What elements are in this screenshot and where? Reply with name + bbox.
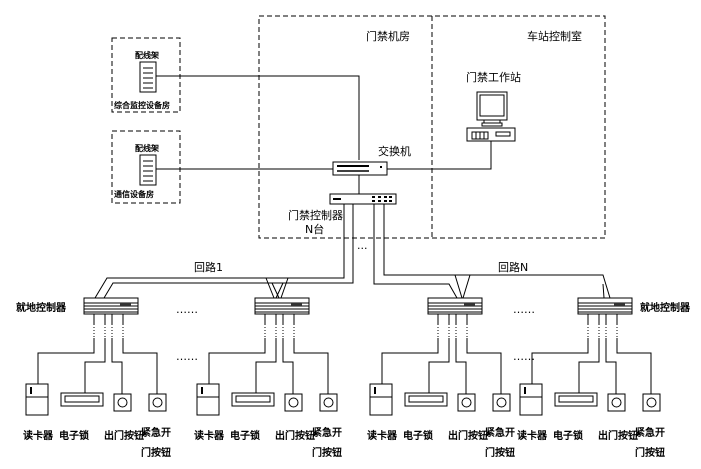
terminal-group: 读卡器电子锁 出门按钮紧急开门按钮 — [194, 346, 342, 459]
loop-n-cable — [373, 204, 611, 299]
distribution-frame-label-2: 配线架 — [135, 143, 159, 153]
electronic-lock-label: 电子锁 — [59, 429, 89, 442]
terminal-ellipsis-left: …… — [176, 350, 198, 363]
card-reader-label: 读卡器 — [23, 429, 54, 442]
emergency-door-button-icon — [148, 393, 167, 412]
exit-button-label: 出门按钮 — [598, 429, 638, 442]
access-controller-count: N台 — [305, 222, 324, 236]
exit-button-icon — [457, 393, 476, 412]
comm-equipment-room-boundary — [111, 130, 181, 204]
loop-1-label: 回路1 — [194, 261, 223, 274]
exit-button-label: 出门按钮 — [275, 429, 315, 442]
terminal-group: 读卡器电子锁 出门按钮紧急开门按钮 — [367, 346, 515, 459]
station-control-room-label: 车站控制室 — [527, 29, 582, 43]
link-frame1-switch — [156, 75, 360, 160]
access-room-label: 门禁机房 — [366, 29, 410, 43]
distribution-frame-icon — [139, 61, 157, 93]
integrated-monitoring-room-label: 综合监控设备房 — [114, 100, 170, 110]
card-reader-label: 读卡器 — [367, 429, 398, 442]
local-controller-label-right: 就地控制器 — [640, 301, 691, 314]
local-controller-device — [83, 297, 139, 346]
terminal-group: 读卡器电子锁 出门按钮紧急开门按钮 — [23, 346, 171, 459]
card-reader-icon — [519, 383, 543, 416]
electronic-lock-icon — [231, 392, 275, 407]
emergency-button-label-line1: 紧急开 — [312, 426, 342, 439]
workstation-label: 门禁工作站 — [466, 70, 521, 84]
distribution-frame-icon — [139, 154, 157, 186]
exit-button-label: 出门按钮 — [448, 429, 488, 442]
exit-button-label: 出门按钮 — [104, 429, 144, 442]
local-controller-device — [577, 297, 633, 346]
integrated-monitoring-room-boundary — [111, 37, 181, 113]
comm-equipment-room-label: 通信设备房 — [114, 189, 154, 199]
emergency-button-label-line1: 紧急开 — [485, 426, 515, 439]
electronic-lock-icon — [60, 392, 104, 407]
access-controller-label: 门禁控制器 — [288, 208, 343, 222]
terminal-group: 读卡器电子锁 出门按钮紧急开门按钮 — [517, 346, 665, 459]
emergency-door-button-icon — [492, 393, 511, 412]
exit-button-icon — [113, 393, 132, 412]
emergency-button-label-line2: 门按钮 — [312, 446, 342, 459]
emergency-door-button-icon — [319, 393, 338, 412]
emergency-button-label-line1: 紧急开 — [141, 426, 171, 439]
loop-1-cable — [94, 204, 354, 299]
emergency-button-label-line1: 紧急开 — [635, 426, 665, 439]
local-controller-device — [254, 297, 310, 346]
local-controller-label-left: 就地控制器 — [16, 301, 67, 314]
card-reader-icon — [25, 383, 49, 416]
local-controller-device — [427, 297, 483, 346]
loop-n-label: 回路N — [498, 261, 528, 274]
workstation-computer-icon — [466, 91, 516, 142]
emergency-door-button-icon — [642, 393, 661, 412]
card-reader-icon — [369, 383, 393, 416]
card-reader-icon — [196, 383, 220, 416]
switch-device — [332, 161, 388, 176]
emergency-button-label-line2: 门按钮 — [485, 446, 515, 459]
link-switch-workstation — [386, 140, 492, 170]
terminal-ellipsis-right: …… — [513, 350, 535, 363]
electronic-lock-icon — [554, 392, 598, 407]
electronic-lock-label: 电子锁 — [230, 429, 260, 442]
controller-ellipsis-right: …… — [513, 303, 535, 316]
exit-button-icon — [284, 393, 303, 412]
electronic-lock-label: 电子锁 — [403, 429, 433, 442]
controller-ellipsis-left: …… — [176, 303, 198, 316]
emergency-button-label-line2: 门按钮 — [635, 446, 665, 459]
emergency-button-label-line2: 门按钮 — [141, 446, 171, 459]
exit-button-icon — [607, 393, 626, 412]
access-controller-device — [329, 193, 397, 205]
controller-ellipsis: ··· — [357, 242, 368, 255]
electronic-lock-label: 电子锁 — [553, 429, 583, 442]
distribution-frame-label-1: 配线架 — [135, 50, 159, 60]
card-reader-label: 读卡器 — [517, 429, 548, 442]
card-reader-label: 读卡器 — [194, 429, 225, 442]
electronic-lock-icon — [404, 392, 448, 407]
switch-label: 交换机 — [378, 144, 411, 158]
